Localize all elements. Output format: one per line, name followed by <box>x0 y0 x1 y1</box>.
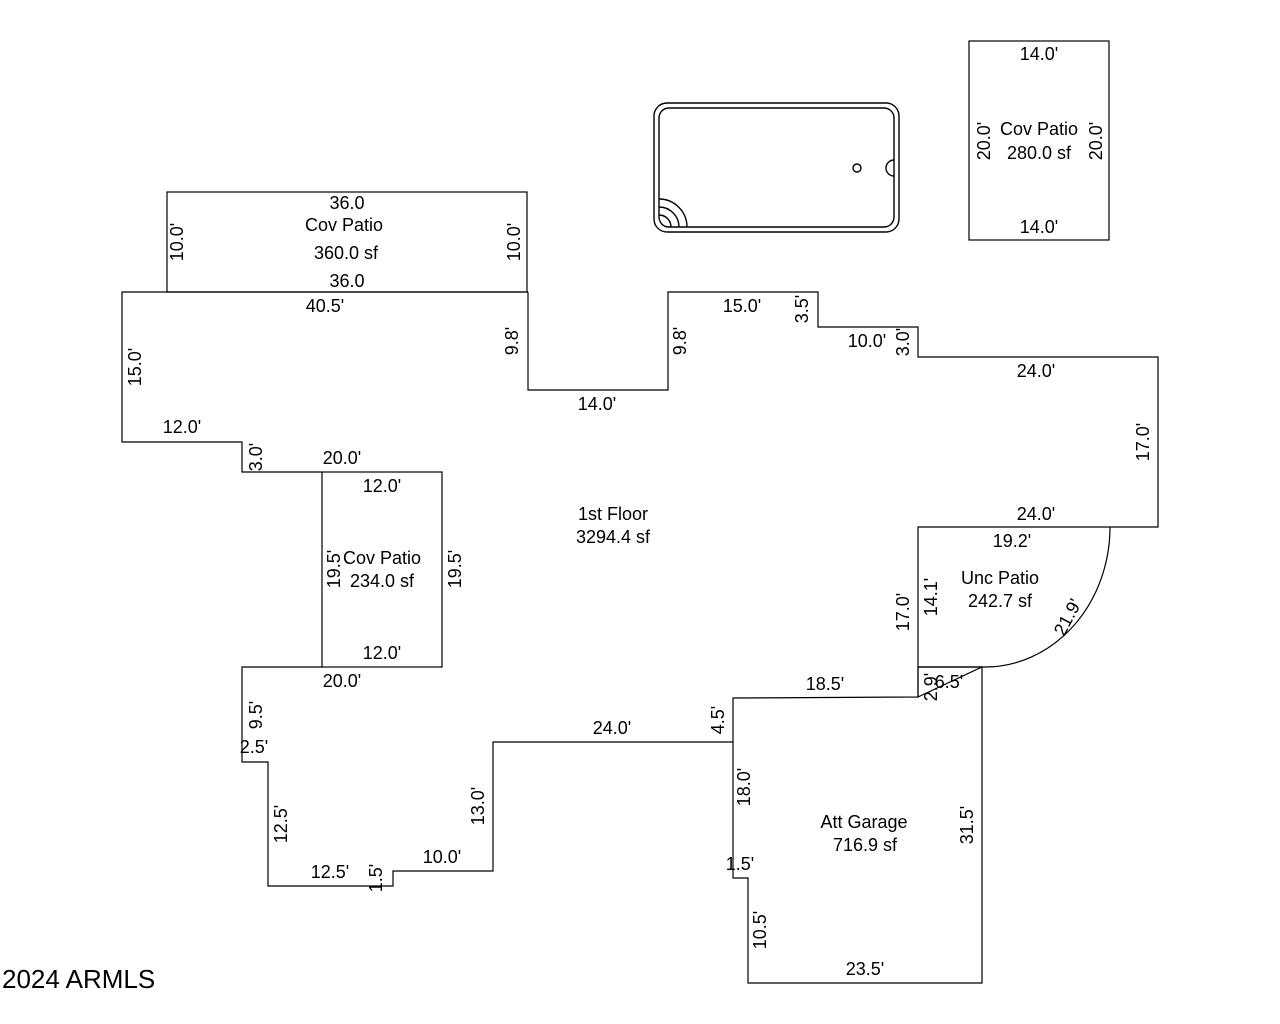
dim-floor-20-0-bottom: 20.0' <box>323 671 361 691</box>
dim-floor-3-5: 3.5' <box>792 295 812 323</box>
dim-floor-24-0-b: 24.0' <box>1017 504 1055 524</box>
pool <box>653 102 900 233</box>
cov-patio-inner-area: 234.0 sf <box>350 571 415 591</box>
cov-patio-top-name: Cov Patio <box>305 215 383 235</box>
dim-floor-15-0-left: 15.0' <box>125 348 145 386</box>
dim-floor-13-0: 13.0' <box>468 787 488 825</box>
cov-patio-pool-area: 280.0 sf <box>1007 143 1072 163</box>
dim-cp1-left: 10.0' <box>167 223 187 261</box>
dim-floor-20-0-top: 20.0' <box>323 448 361 468</box>
dim-floor-1-5-a: 1.5' <box>366 864 386 892</box>
dim-floor-2-5: 2.5' <box>240 737 268 757</box>
cov-patio-inner-name: Cov Patio <box>343 548 421 568</box>
dim-floor-9-5: 9.5' <box>246 701 266 729</box>
dim-unc-19-2: 19.2' <box>993 531 1031 551</box>
dim-floor-12-5-v: 12.5' <box>271 805 291 843</box>
dim-cp2-bottom: 14.0' <box>1020 217 1058 237</box>
dim-cp3-right: 19.5' <box>445 550 465 588</box>
dim-floor-12-5-h: 12.5' <box>311 862 349 882</box>
dim-floor-24-0-c: 24.0' <box>593 718 631 738</box>
dim-floor-10-0-bottom: 10.0' <box>423 847 461 867</box>
dim-cp1-top: 36.0 <box>329 193 364 213</box>
dim-floor-17-0-right: 17.0' <box>1133 423 1153 461</box>
first-floor-outline <box>121 291 528 473</box>
dim-floor-12-0: 12.0' <box>163 417 201 437</box>
cov-patio-top-area: 360.0 sf <box>314 243 379 263</box>
att-garage-name: Att Garage <box>820 812 907 832</box>
dim-cp2-right: 20.0' <box>1086 122 1106 160</box>
dim-garage-6-5: 6.5' <box>935 672 963 692</box>
dim-unc-17-0: 17.0' <box>893 593 913 631</box>
dim-cp2-left: 20.0' <box>974 122 994 160</box>
dim-garage-23-5: 23.5' <box>846 959 884 979</box>
cov-patio-pool-name: Cov Patio <box>1000 119 1078 139</box>
unc-patio-name: Unc Patio <box>961 568 1039 588</box>
dim-garage-10-5: 10.5' <box>750 911 770 949</box>
dim-garage-18-5: 18.5' <box>806 674 844 694</box>
first-floor-area: 3294.4 sf <box>576 527 651 547</box>
dim-garage-31-5: 31.5' <box>957 806 977 844</box>
dim-garage-1-5: 1.5' <box>726 854 754 874</box>
copyright-text: 2024 ARMLS <box>2 964 155 994</box>
dim-garage-2-9: 2.9' <box>921 673 941 701</box>
dim-floor-3-0-right: 3.0' <box>893 328 913 356</box>
dim-floor-24-0-a: 24.0' <box>1017 361 1055 381</box>
dim-cp2-top: 14.0' <box>1020 44 1058 64</box>
dim-cp3-left: 19.5' <box>324 550 344 588</box>
dim-floor-4-5: 4.5' <box>708 706 728 734</box>
dim-floor-40-5: 40.5' <box>306 296 344 316</box>
dim-cp1-right: 10.0' <box>504 223 524 261</box>
dim-floor-10-0-top: 10.0' <box>848 331 886 351</box>
cov-patio-pool-outline <box>968 40 1110 241</box>
dim-unc-14-1: 14.1' <box>921 578 941 616</box>
unc-patio-arc <box>918 526 1111 668</box>
dim-floor-3-0-left: 3.0' <box>246 443 266 471</box>
dim-cp3-top: 12.0' <box>363 476 401 496</box>
dim-floor-15-0-top: 15.0' <box>723 296 761 316</box>
unc-patio-area: 242.7 sf <box>968 591 1033 611</box>
dim-garage-18-0: 18.0' <box>734 768 754 806</box>
dim-floor-9-8-b: 9.8' <box>670 327 690 355</box>
dim-floor-9-8-a: 9.8' <box>502 327 522 355</box>
cov-patio-inner-outline <box>321 471 443 668</box>
att-garage-area: 716.9 sf <box>833 835 898 855</box>
dim-cp1-bottom: 36.0 <box>329 271 364 291</box>
dim-floor-14-0: 14.0' <box>578 394 616 414</box>
first-floor-name: 1st Floor <box>578 504 648 524</box>
dim-cp3-bottom: 12.0' <box>363 643 401 663</box>
